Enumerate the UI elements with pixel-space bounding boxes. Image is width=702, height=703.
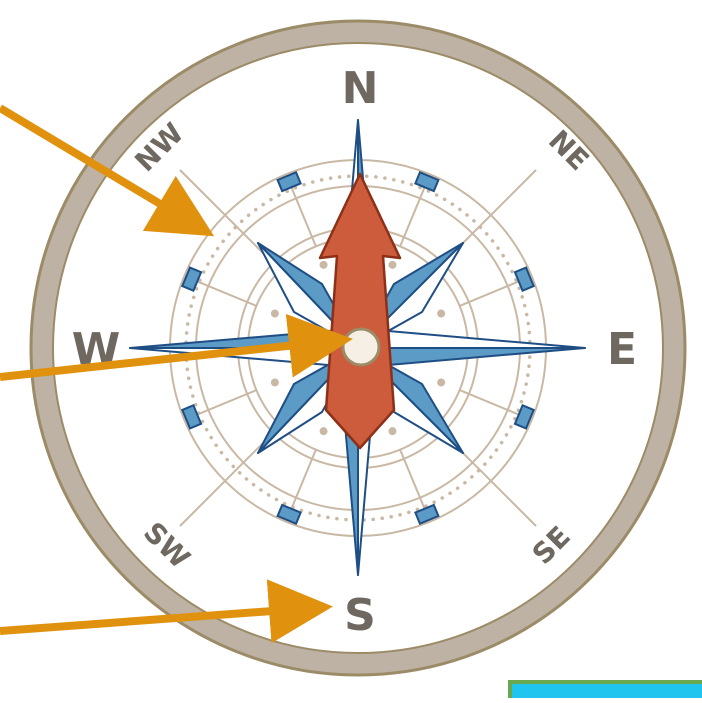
inner-dot: [388, 427, 396, 435]
label-north: N: [342, 63, 379, 114]
needle-pivot: [343, 329, 379, 365]
inner-dot: [437, 310, 445, 318]
inner-dot: [320, 261, 328, 269]
label-east: E: [607, 324, 637, 375]
inner-dot: [388, 261, 396, 269]
inner-dot: [437, 378, 445, 386]
corner-color-box: [508, 680, 702, 698]
inner-dot: [320, 427, 328, 435]
inner-dot: [271, 378, 279, 386]
label-south: S: [344, 590, 376, 641]
inner-dot: [271, 310, 279, 318]
